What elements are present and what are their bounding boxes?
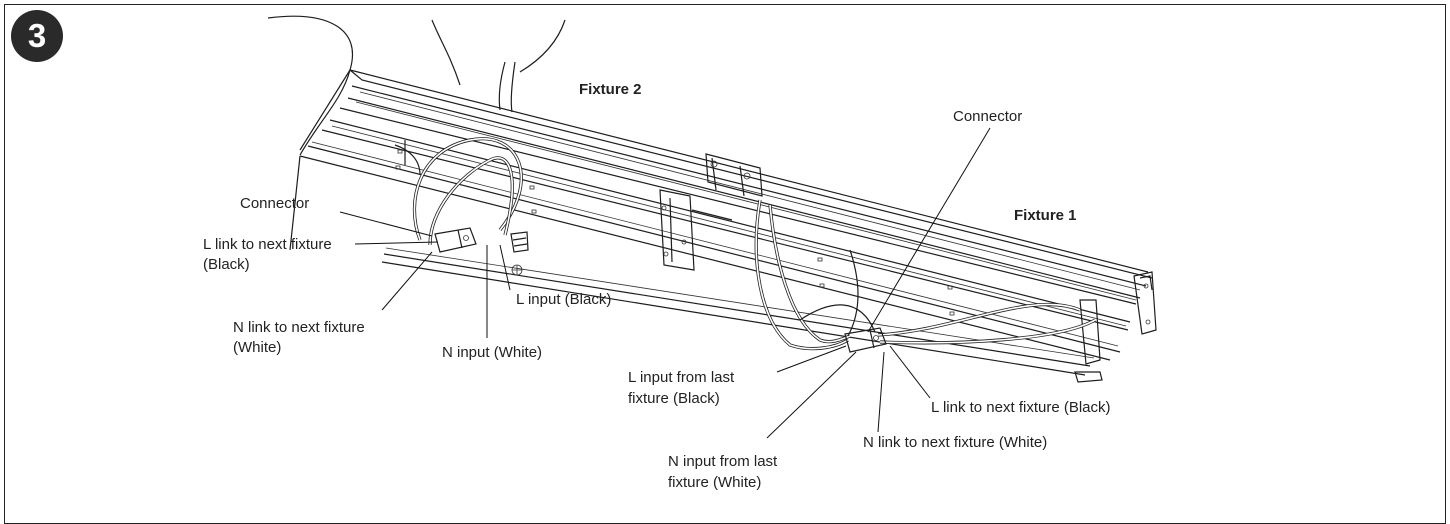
l-link-left-color: (Black) [203, 256, 250, 273]
connector-right-label: Connector [953, 108, 1023, 125]
n-input-left-label: N input (White) [442, 344, 543, 361]
fixture-drawing [267, 15, 1157, 439]
n-input-last-label: N input from last [668, 453, 778, 470]
installation-diagram: 3 [4, 4, 1446, 524]
n-link-left-color: (White) [233, 339, 282, 356]
step-badge: 3 [11, 10, 63, 62]
connector-left-label: Connector [240, 195, 310, 212]
leader-lines [339, 127, 991, 439]
n-input-last-color: fixture (White) [668, 474, 762, 491]
right-wiring [754, 199, 1096, 353]
feed-cable-right [519, 19, 566, 73]
n-link-right-label: N link to next fixture (White) [863, 434, 1048, 451]
fixture-body [289, 69, 1157, 383]
fixture-2-label: Fixture 2 [579, 81, 642, 98]
n-link-left-label: N link to next fixture [233, 319, 365, 336]
l-link-right-label: L link to next fixture (Black) [931, 399, 1111, 416]
left-wiring [394, 137, 529, 276]
l-input-last-color: fixture (Black) [628, 390, 720, 407]
l-link-left-label: L link to next fixture [203, 236, 332, 253]
l-input-last-label: L input from last [628, 369, 735, 386]
l-input-left-label: L input (Black) [516, 291, 612, 308]
fixture-1-label: Fixture 1 [1014, 207, 1077, 224]
